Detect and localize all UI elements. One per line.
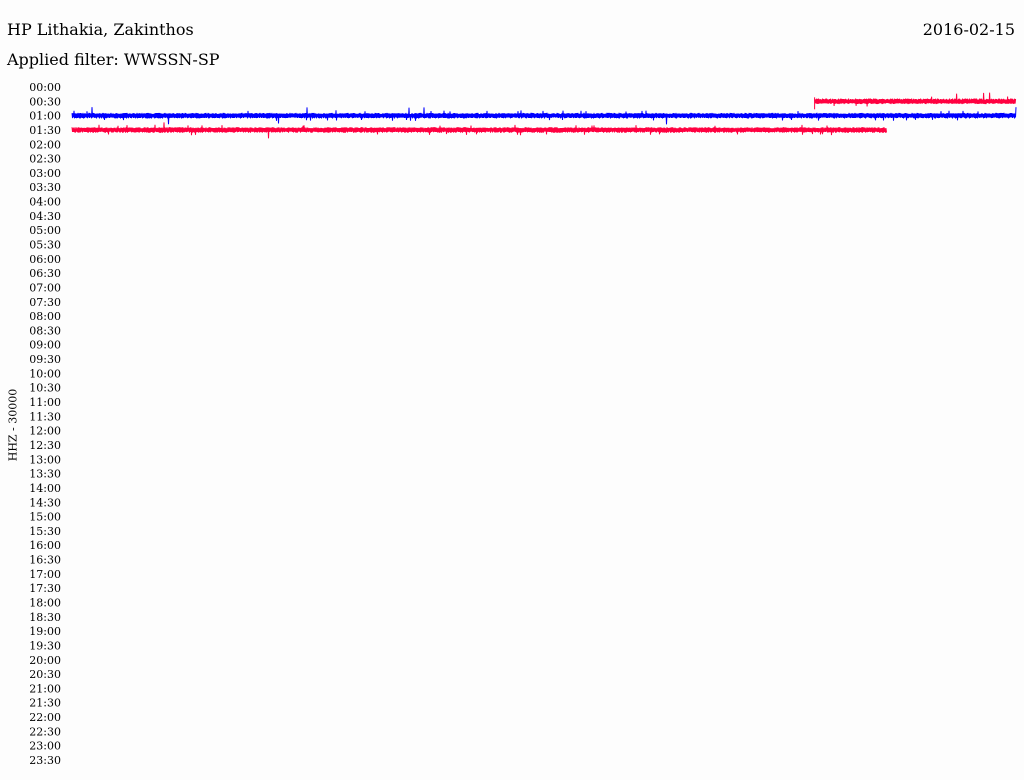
trace-row-01:30 [71, 122, 887, 139]
time-tick-label: 07:00 [29, 281, 61, 294]
time-tick-label: 00:00 [29, 81, 61, 94]
time-tick-label: 23:00 [29, 740, 61, 753]
time-tick-label: 14:30 [29, 496, 61, 509]
time-tick-label: 07:30 [29, 296, 61, 309]
time-tick-label: 12:00 [29, 425, 61, 438]
time-tick-label: 17:00 [29, 568, 61, 581]
time-tick-label: 02:00 [29, 138, 61, 151]
time-tick-label: 01:30 [29, 124, 61, 137]
time-tick-label: 04:30 [29, 210, 61, 223]
time-tick-label: 11:00 [29, 396, 61, 409]
time-tick-label: 13:00 [29, 453, 61, 466]
time-tick-label: 01:00 [29, 110, 61, 123]
time-tick-label: 10:00 [29, 367, 61, 380]
time-tick-label: 03:00 [29, 167, 61, 180]
trace-row-01:00 [71, 107, 1017, 125]
time-tick-label: 17:30 [29, 582, 61, 595]
time-tick-label: 21:00 [29, 682, 61, 695]
time-tick-label: 08:00 [29, 310, 61, 323]
time-tick-label: 23:30 [29, 754, 61, 767]
time-tick-label: 22:30 [29, 725, 61, 738]
time-tick-label: 06:30 [29, 267, 61, 280]
time-tick-label: 10:30 [29, 382, 61, 395]
station-title: HP Lithakia, Zakinthos [7, 20, 194, 39]
time-tick-label: 20:30 [29, 668, 61, 681]
time-tick-label: 15:00 [29, 511, 61, 524]
time-tick-label: 12:30 [29, 439, 61, 452]
time-tick-label: 18:00 [29, 596, 61, 609]
time-tick-label: 13:30 [29, 468, 61, 481]
trace-row-00:30 [814, 92, 1017, 107]
date-label: 2016-02-15 [922, 20, 1015, 39]
time-tick-label: 04:00 [29, 196, 61, 209]
time-tick-label: 19:00 [29, 625, 61, 638]
time-tick-label: 06:00 [29, 253, 61, 266]
time-tick-label: 16:30 [29, 554, 61, 567]
time-tick-label: 02:30 [29, 153, 61, 166]
time-tick-label: 03:30 [29, 181, 61, 194]
time-tick-label: 09:00 [29, 339, 61, 352]
time-tick-label: 18:30 [29, 611, 61, 624]
time-tick-label: 19:30 [29, 639, 61, 652]
time-tick-label: 21:30 [29, 697, 61, 710]
time-tick-label: 16:00 [29, 539, 61, 552]
time-tick-label: 05:30 [29, 239, 61, 252]
time-tick-label: 09:30 [29, 353, 61, 366]
time-tick-label: 05:00 [29, 224, 61, 237]
time-tick-label: 08:30 [29, 324, 61, 337]
filter-label: Applied filter: WWSSN-SP [7, 50, 220, 69]
time-tick-label: 11:30 [29, 410, 61, 423]
time-tick-label: 15:30 [29, 525, 61, 538]
time-tick-label: 22:00 [29, 711, 61, 724]
time-tick-label: 00:30 [29, 95, 61, 108]
time-tick-label: 14:00 [29, 482, 61, 495]
time-tick-label: 20:00 [29, 654, 61, 667]
